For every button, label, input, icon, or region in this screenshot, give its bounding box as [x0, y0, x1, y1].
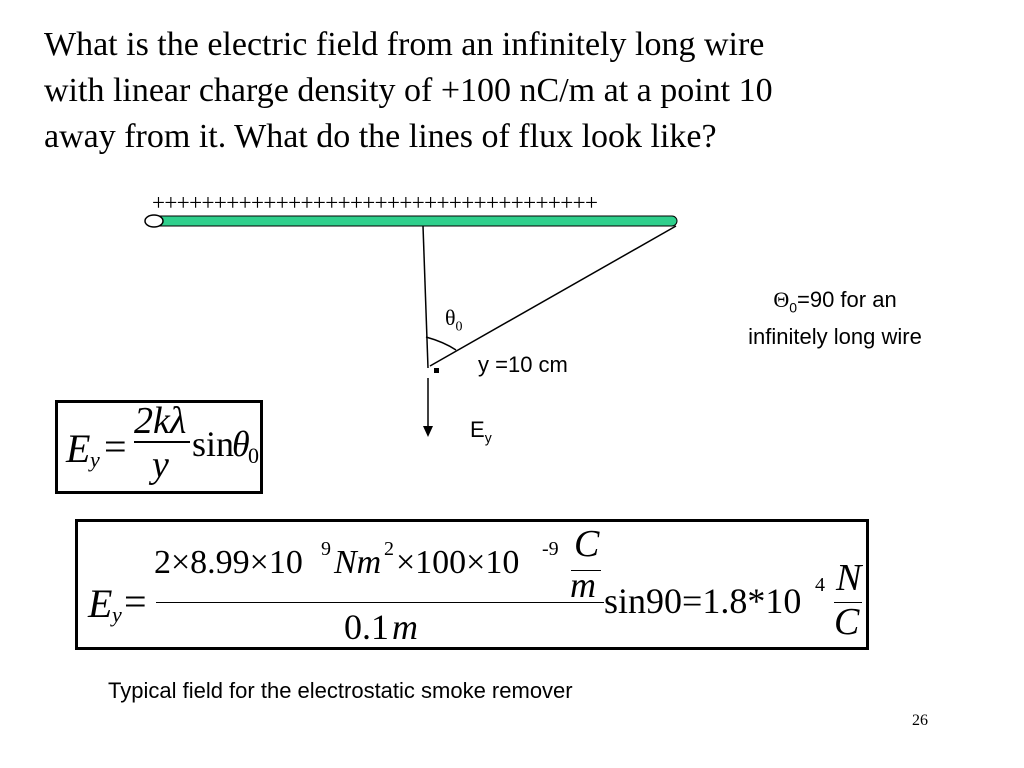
f2-fraction-bar	[156, 602, 604, 603]
f1-trig: sin	[192, 424, 235, 464]
title-line-3: away from it. What do the lines of flux …	[44, 118, 717, 155]
f2-den-unit: m	[392, 607, 418, 647]
f1-lhs: E	[66, 426, 91, 471]
f2-num-exp2: 2	[384, 538, 394, 560]
f2-lhs-sub: y	[112, 602, 122, 627]
f2-unit-top: C	[574, 523, 600, 565]
f1-denominator: y	[152, 444, 169, 486]
field-label-symbol: E	[470, 417, 485, 442]
page-number: 26	[912, 712, 928, 729]
wire-end-cap	[144, 214, 164, 228]
f2-res-unit-bottom: C	[834, 601, 860, 643]
title-line-1: What is the electric field from an infin…	[44, 26, 765, 63]
theta-subscript: 0	[455, 319, 463, 335]
f2-equals: =	[124, 579, 147, 624]
theta-label: θ0	[445, 305, 463, 335]
f1-fraction-bar	[134, 441, 190, 443]
caption: Typical field for the electrostatic smok…	[108, 678, 573, 703]
f2-num-unit: Nm	[334, 544, 382, 581]
formula-box-general: E y = 2kλ y sin θ 0	[55, 400, 263, 494]
note-theta-subscript: 0	[789, 299, 797, 316]
angle-arc	[425, 336, 457, 351]
formula-box-numeric: E y = 2×8.99×10 9 Nm 2 ×100×10 -9 C m 0.…	[75, 519, 869, 650]
f2-num-exp3: -9	[542, 538, 559, 560]
f2-unit-bottom: m	[570, 565, 596, 605]
f2-result-exp: 4	[815, 574, 825, 596]
f2-num-exp1: 9	[321, 538, 331, 560]
angle-note: Θ0=90 for an infinitely long wire	[700, 285, 970, 352]
field-vector-arrowhead	[423, 426, 433, 437]
note-rest: =90 for an	[797, 287, 897, 312]
f1-theta-sub: 0	[248, 443, 259, 468]
field-label-subscript: y	[484, 429, 492, 446]
f2-result: sin90=1.8*10	[604, 581, 802, 621]
distance-label: y =10 cm	[478, 352, 568, 377]
f2-num-mid: ×100×10	[396, 544, 520, 581]
title-line-2: with linear charge density of +100 nC/m …	[44, 72, 773, 109]
f2-denominator: 0.1	[344, 607, 389, 647]
theta-symbol: θ	[445, 305, 456, 330]
f2-unit-bar	[571, 570, 601, 571]
slide-title: What is the electric field from an infin…	[44, 22, 944, 160]
f2-res-unit-bar	[834, 602, 862, 603]
charge-signs: ++++++++++++++++++++++++++++++++++++	[152, 190, 598, 215]
observation-point	[434, 368, 439, 373]
angle-note-line-2: infinitely long wire	[748, 324, 922, 350]
f1-lhs-sub: y	[90, 447, 100, 472]
f1-equals: =	[104, 424, 127, 469]
f1-theta: θ	[232, 424, 250, 464]
field-label: Ey	[470, 417, 492, 445]
f1-numerator: 2kλ	[134, 400, 187, 442]
f2-res-unit-top: N	[836, 557, 862, 599]
slanted-line	[429, 225, 677, 367]
perpendicular-line	[422, 225, 429, 369]
charged-wire	[149, 215, 678, 227]
f2-lhs: E	[88, 581, 113, 626]
angle-note-line-1: Θ0=90 for an	[700, 285, 970, 322]
note-theta-symbol: Θ	[773, 287, 790, 312]
f2-numerator: 2×8.99×10	[154, 544, 303, 581]
